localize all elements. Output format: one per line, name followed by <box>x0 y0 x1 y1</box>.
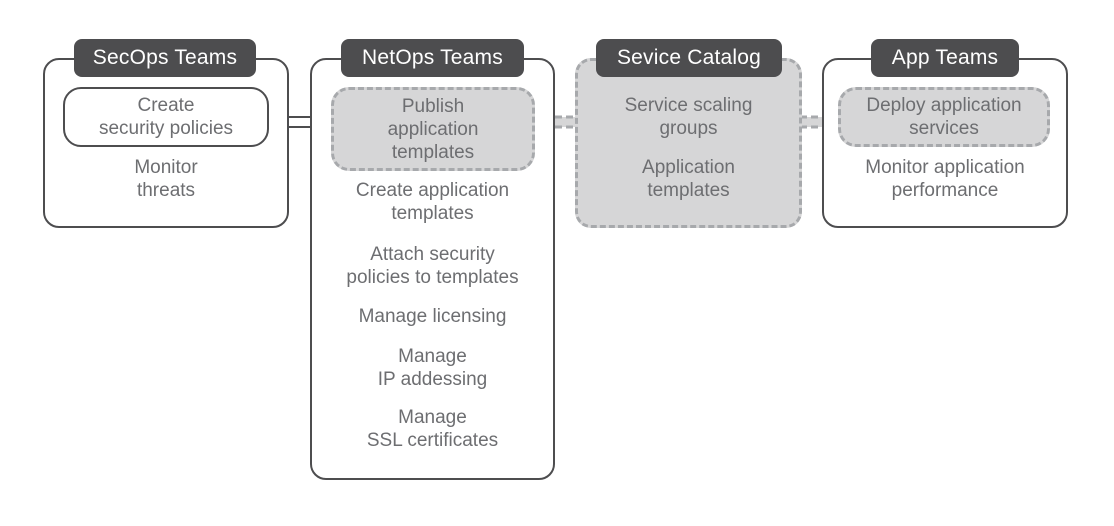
secops-item-monitor-threats: Monitor threats <box>134 157 198 201</box>
secops-title: SecOps Teams <box>74 39 256 77</box>
netops-item-manage-ip: Manage IP addessing <box>377 346 488 390</box>
catalog-item-app-templates: Application templates <box>642 157 735 201</box>
catalog-title: Sevice Catalog <box>596 39 782 77</box>
netops-item-manage-ssl: Manage SSL certificates <box>366 407 499 451</box>
secops-highlight-create-security-policies: Create security policies <box>63 87 269 147</box>
netops-item-create-templates: Create application templates <box>355 180 510 224</box>
netops-item-attach-policies: Attach security policies to templates <box>346 244 519 288</box>
catalog-item-scaling-groups: Service scaling groups <box>624 95 753 139</box>
app-highlight-deploy-services: Deploy application services <box>838 87 1050 147</box>
netops-title: NetOps Teams <box>341 39 524 77</box>
app-title: App Teams <box>871 39 1019 77</box>
connector-netops-catalog <box>533 117 577 127</box>
netops-item-manage-licensing: Manage licensing <box>358 306 507 327</box>
app-item-monitor-performance: Monitor application performance <box>865 157 1025 201</box>
connector-catalog-app <box>800 117 840 127</box>
netops-highlight-publish-templates: Publish application templates <box>331 87 535 171</box>
catalog-panel <box>575 58 802 228</box>
